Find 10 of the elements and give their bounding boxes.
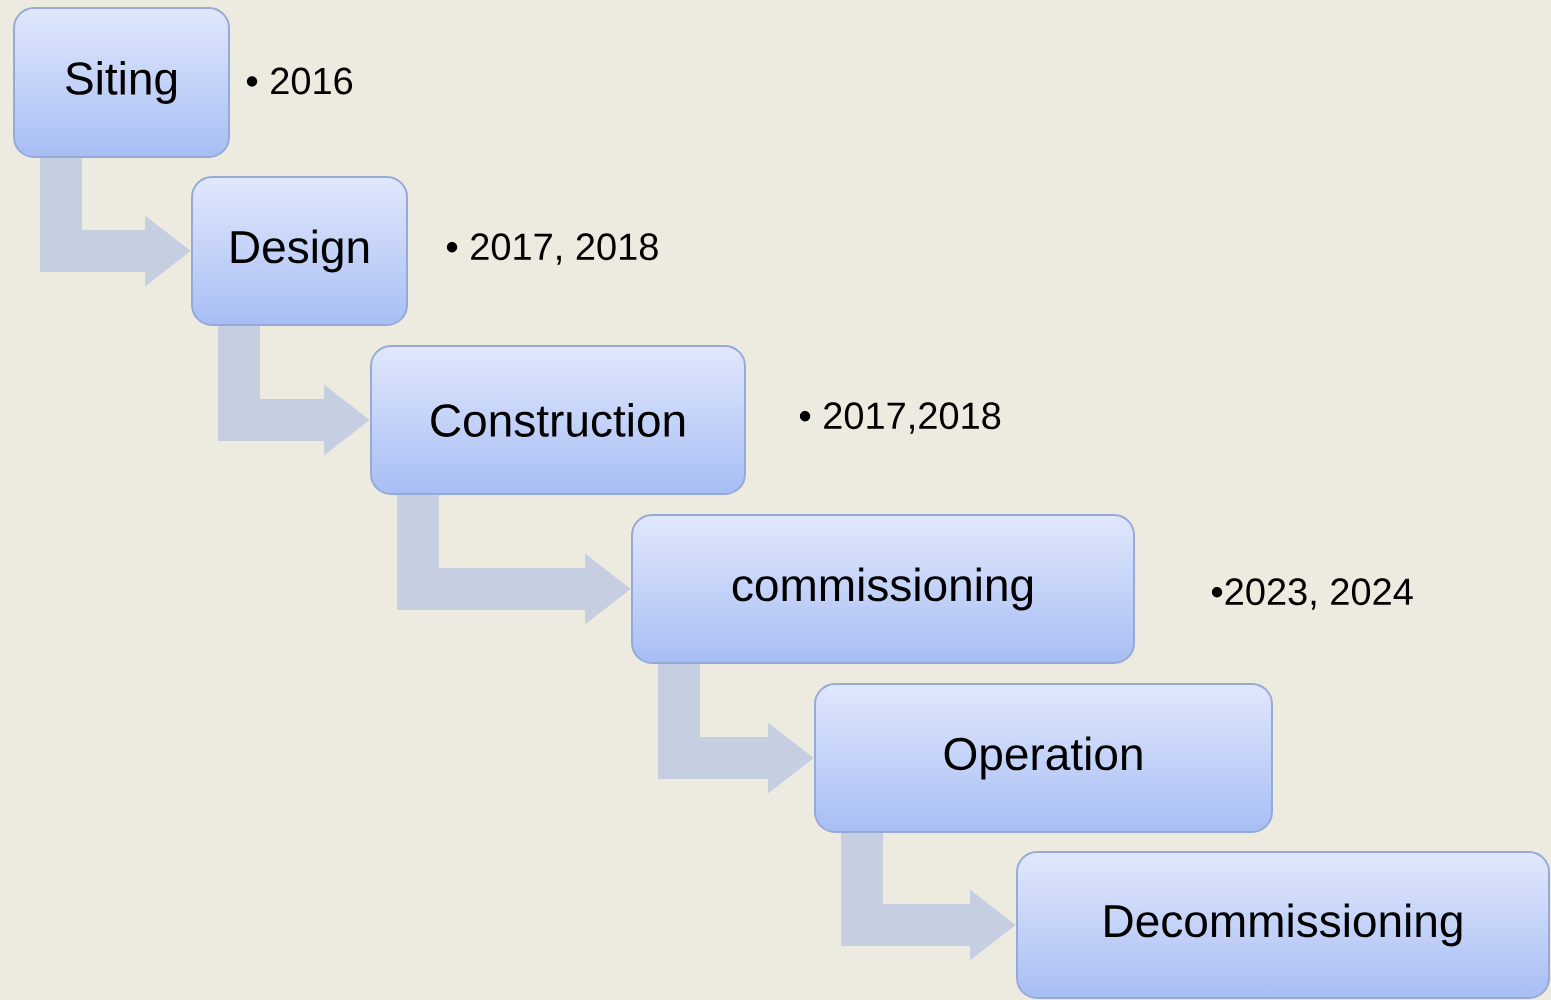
stage-box: Siting — [13, 7, 230, 158]
stage-box: Decommissioning — [1016, 851, 1550, 999]
stage-box: Construction — [370, 345, 746, 495]
stage-box: Operation — [814, 683, 1273, 833]
stage-box: commissioning — [631, 514, 1135, 664]
year-text: •2023, 2024 — [1211, 578, 1413, 610]
year-text: • 2017,2018 — [799, 402, 1001, 434]
year-text: • 2017, 2018 — [446, 233, 658, 265]
stage-box: Design — [191, 176, 408, 326]
year-text: • 2016 — [246, 67, 353, 95]
